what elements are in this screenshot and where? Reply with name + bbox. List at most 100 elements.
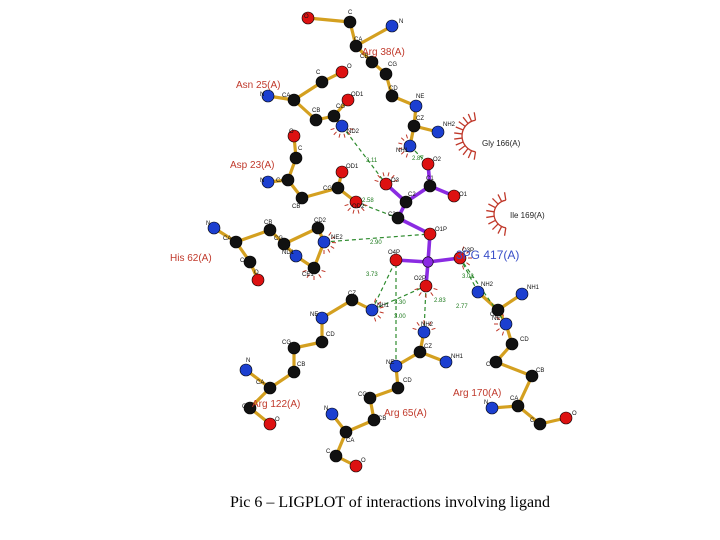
atom-label: OD2 xyxy=(352,204,365,210)
contact-tick xyxy=(416,321,420,326)
atom-label: C1 xyxy=(426,176,434,182)
hydrogen-bond xyxy=(371,259,397,311)
contact-tick xyxy=(430,292,434,297)
contact-tick xyxy=(373,298,377,303)
atom-h62cb xyxy=(263,223,277,237)
hydrophobic-label-ile169: Ile 169(A) xyxy=(510,211,545,220)
atom-label: C xyxy=(530,418,535,424)
contact-tick xyxy=(377,174,381,179)
atom-a170cb xyxy=(525,369,539,383)
atom-label: ND1 xyxy=(282,250,295,256)
contact-tick xyxy=(398,142,403,145)
atom-label: C xyxy=(326,449,331,455)
residue-label-arg65: Arg 65(A) xyxy=(384,408,427,419)
hydrogen-bond xyxy=(371,285,427,311)
atom-label: CD xyxy=(326,332,335,338)
atom-label: C xyxy=(240,258,245,264)
atom-a65c xyxy=(329,449,343,463)
figure-caption: Pic 6 – LIGPLOT of interactions involvin… xyxy=(229,494,551,511)
atom-label: CD xyxy=(520,337,529,343)
contact-tick xyxy=(361,207,365,212)
hydrophobic-arc-layer xyxy=(302,112,507,336)
atom-label: CZ xyxy=(416,116,424,122)
hbond-distance-label: 3.00 xyxy=(394,314,406,320)
atom-a65cg xyxy=(363,391,377,405)
hydrophobic-spoke xyxy=(497,226,503,234)
atom-label: CA xyxy=(223,236,231,242)
atom-r38nh2 xyxy=(431,125,445,139)
atom-label: NE xyxy=(492,316,500,322)
atom-label: CG xyxy=(388,62,397,68)
atom-d23n xyxy=(261,175,275,189)
hydrogen-bond xyxy=(355,201,399,219)
atom-h62o xyxy=(251,273,265,287)
atom-a170ne xyxy=(499,317,513,331)
hydrophobic-spoke xyxy=(486,209,495,213)
atom-h62cg xyxy=(277,237,291,251)
hydrophobic-spoke xyxy=(486,215,495,219)
atom-d23od2 xyxy=(349,195,363,209)
hydrogen-bond xyxy=(341,125,387,185)
contact-tick xyxy=(321,269,326,273)
atom-label: CE1 xyxy=(302,272,314,278)
atom-label: NH1 xyxy=(377,303,390,309)
atom-lo3 xyxy=(379,177,393,191)
atom-label: CD xyxy=(389,86,398,92)
contact-tick xyxy=(377,315,382,319)
atom-d23o xyxy=(287,129,301,143)
contact-tick xyxy=(374,179,379,183)
atom-label: O xyxy=(254,270,259,276)
contact-tick xyxy=(501,331,505,336)
atom-label: C xyxy=(348,10,353,16)
ligand-label: 3PG 417(A) xyxy=(456,248,519,262)
contact-tick xyxy=(318,274,322,279)
hydrophobic-spoke xyxy=(503,227,507,236)
atom-h62nd1 xyxy=(289,249,303,263)
hydrophobic-spoke xyxy=(473,151,477,160)
atom-label: O1 xyxy=(459,192,468,198)
atom-label: CD xyxy=(403,378,412,384)
atom-r38cg xyxy=(379,67,393,81)
atom-label: CA xyxy=(510,396,518,402)
residue-label-asn25: Asn 25(A) xyxy=(236,80,280,91)
atom-label: N xyxy=(484,400,488,406)
hydrogen-bond xyxy=(323,233,431,243)
contact-tick xyxy=(418,292,422,297)
atom-h62cd2 xyxy=(311,221,325,235)
contact-tick xyxy=(466,250,471,254)
atom-lp xyxy=(422,256,434,268)
atom-label: CA xyxy=(354,37,362,43)
hydrophobic-spoke xyxy=(491,223,499,231)
atom-label: NH1 xyxy=(451,354,464,360)
contact-tick xyxy=(461,265,465,270)
atom-a122ca xyxy=(263,381,277,395)
atom-a122nh1 xyxy=(365,303,379,317)
atom-d23cg xyxy=(331,181,345,195)
atom-label: O xyxy=(304,14,309,20)
hbond-distance-label: 2.77 xyxy=(456,304,468,310)
hydrophobic-spoke xyxy=(454,137,463,140)
atom-label: O xyxy=(361,458,366,464)
atom-r38o xyxy=(301,11,315,25)
contact-tick xyxy=(405,153,409,158)
atom-label: O1P xyxy=(435,227,447,233)
atom-r38cz xyxy=(407,119,421,133)
atom-a122cg xyxy=(287,341,301,355)
contact-tick xyxy=(466,262,471,266)
hydrophobic-ile169 xyxy=(486,192,507,236)
hydrophobic-spoke xyxy=(462,116,469,124)
hbond-distance-label: 2.90 xyxy=(370,240,382,246)
atom-label: OD1 xyxy=(351,92,364,98)
atom-a65o xyxy=(349,459,363,473)
atom-label: NH2 xyxy=(481,282,494,288)
atom-a65ne xyxy=(389,359,403,373)
atom-label: CG xyxy=(282,340,291,346)
contact-tick xyxy=(431,327,436,331)
residue-label-arg38: Arg 38(A) xyxy=(362,47,405,58)
atom-n25od1 xyxy=(341,93,355,107)
atom-d23ca xyxy=(281,173,295,187)
hbond-layer xyxy=(323,125,507,366)
residue-label-arg170: Arg 170(A) xyxy=(453,388,501,399)
